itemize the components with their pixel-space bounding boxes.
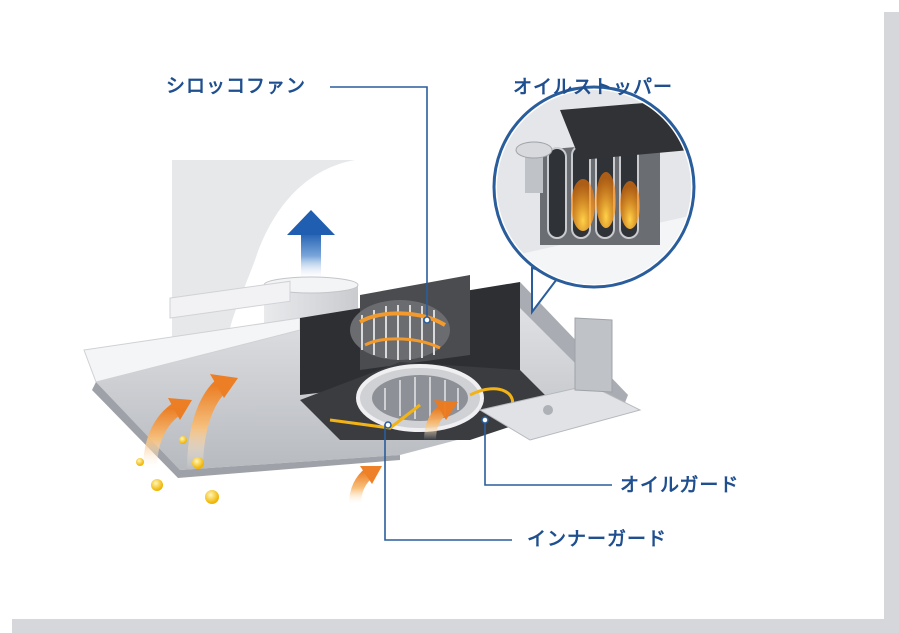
oil-droplet-icon [136,436,219,504]
arrow-up-icon [287,210,335,280]
label-oil-stopper: オイルストッパー [513,76,674,98]
panel-screw [543,405,553,415]
label-sirocco-fan: シロッコファン [166,75,307,97]
inner-guard-ring [300,362,560,440]
frame-shadow-bottom [12,619,899,633]
oil-guard-panel [478,384,642,441]
label-oil-guard: オイルガード [620,474,740,496]
label-inner-guard: インナーガード [527,528,668,550]
oil-stopper-zoom-callout [492,85,696,315]
side-bracket [574,317,613,393]
frame-shadow-right [884,12,899,633]
